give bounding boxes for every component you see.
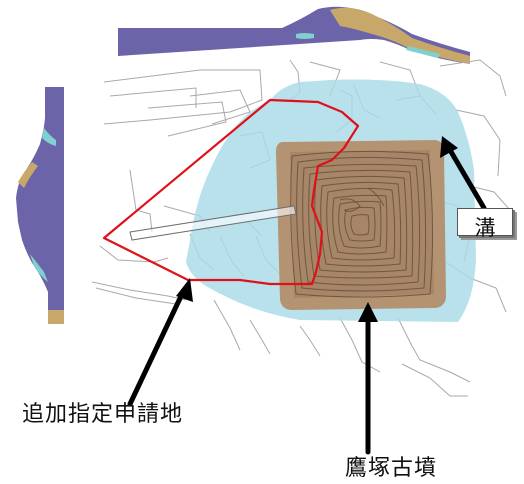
- label-moat-box: 溝: [457, 208, 513, 240]
- arrow-to-addition-area: [127, 278, 193, 407]
- label-addition-area: 追加指定申請地: [22, 402, 184, 427]
- arrow-to-tomb: [358, 302, 378, 455]
- label-moat: 溝: [474, 216, 496, 240]
- cross-section-vertical: [16, 87, 64, 324]
- addition-area-boundary: [102, 98, 360, 286]
- cross-section-horizontal: [118, 6, 470, 65]
- tomb-mound: [276, 140, 446, 310]
- arrow-to-moat: [440, 136, 487, 211]
- label-tomb: 鷹塚古墳: [345, 456, 438, 481]
- trench: [129, 205, 297, 241]
